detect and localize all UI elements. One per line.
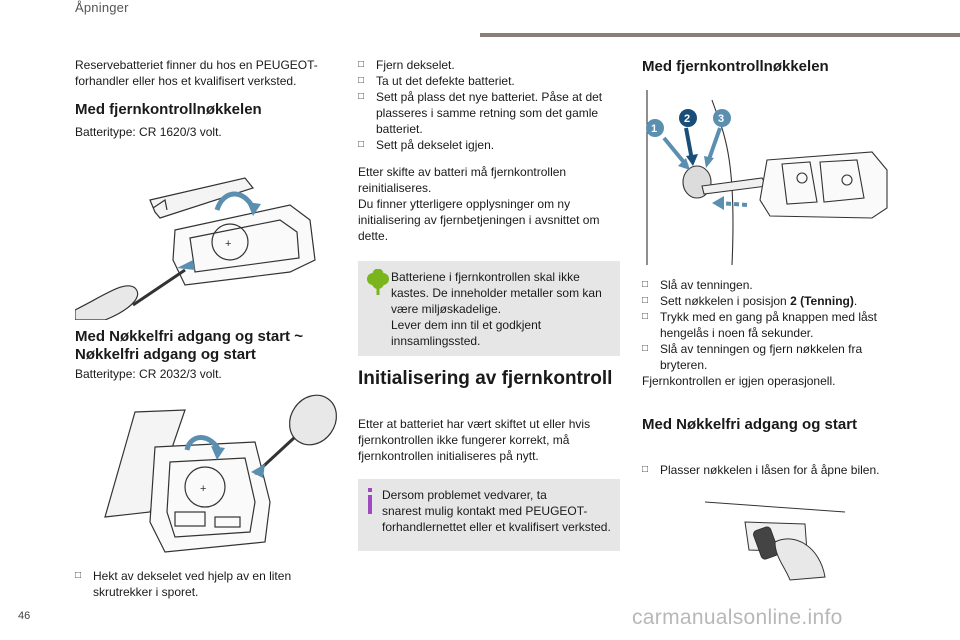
section-title: Åpninger <box>75 0 129 15</box>
remote-battery-type: Batteritype: CR 1620/3 volt. <box>75 125 222 139</box>
init-heading: Initialisering av fjernkontroll <box>358 368 613 389</box>
info-icon <box>368 488 372 514</box>
result-text: Fjernkontrollen er igjen operasjonell. <box>642 374 836 388</box>
list-item: Sett nøkkelen i posisjon 2 (Tenning). <box>642 293 902 309</box>
info-note-text: Dersom problemet vedvarer, ta snarest mu… <box>382 488 611 534</box>
eco-note-text: Batteriene i fjernkontrollen skal ikke k… <box>391 270 602 348</box>
intro-text: Reservebatteriet finner du hos en PEUGEO… <box>75 58 318 88</box>
reinit-text: Etter skifte av batteri må fjernkontroll… <box>358 165 600 243</box>
door-handle-illustration <box>705 501 846 581</box>
ignition-illustration: 1 2 3 <box>646 90 888 266</box>
svg-text:+: + <box>225 238 231 250</box>
watermark: carmanualsonline.info <box>632 606 843 629</box>
col3-remote-heading: Med fjernkontrollnøkkelen <box>642 58 829 75</box>
remote-key-illustration: + <box>75 177 316 320</box>
tree-icon <box>367 269 389 295</box>
page-number: 46 <box>18 610 31 622</box>
list-item: Hekt av dekselet ved hjelp av en liten s… <box>75 568 350 600</box>
step-badge-3: 3 <box>718 113 724 125</box>
col3-step-list: Slå av tenningen. Sett nøkkelen i posisj… <box>642 277 902 373</box>
list-item: Ta ut det defekte batteriet. <box>358 73 623 89</box>
list-item: Slå av tenningen. <box>642 277 902 293</box>
keyless-key-illustration: + <box>104 394 337 553</box>
svg-text:+: + <box>200 483 206 495</box>
keyless-battery-type: Batteritype: CR 2032/3 volt. <box>75 367 222 381</box>
col1-step-list: Hekt av dekselet ved hjelp av en liten s… <box>75 568 350 600</box>
list-item: Slå av tenningen og fjern nøkkelen fra b… <box>642 341 902 373</box>
eco-note-box: Batteriene i fjernkontrollen skal ikke k… <box>358 261 620 356</box>
list-item: Plasser nøkkelen i låsen for å åpne bile… <box>642 462 902 478</box>
col3-keyless-list: Plasser nøkkelen i låsen for å åpne bile… <box>642 462 902 478</box>
list-item: Sett på dekselet igjen. <box>358 137 623 153</box>
col3-keyless-heading: Med Nøkkelfri adgang og start <box>642 416 858 433</box>
keyless-heading: Med Nøkkelfri adgang og start ~ Nøkkelfr… <box>75 328 303 363</box>
list-item: Sett på plass det nye batteriet. Påse at… <box>358 89 623 137</box>
col2-step-list: Fjern dekselet. Ta ut det defekte batter… <box>358 57 623 153</box>
remote-heading: Med fjernkontrollnøkkelen <box>75 101 262 118</box>
step-badge-2: 2 <box>684 113 690 125</box>
list-item: Trykk med en gang på knappen med låst he… <box>642 309 902 341</box>
init-text: Etter at batteriet har vært skiftet ut e… <box>358 417 591 463</box>
info-note-box: Dersom problemet vedvarer, ta snarest mu… <box>358 479 620 551</box>
list-item: Fjern dekselet. <box>358 57 623 73</box>
header-bar <box>480 33 960 37</box>
step-badge-1: 1 <box>651 123 657 135</box>
